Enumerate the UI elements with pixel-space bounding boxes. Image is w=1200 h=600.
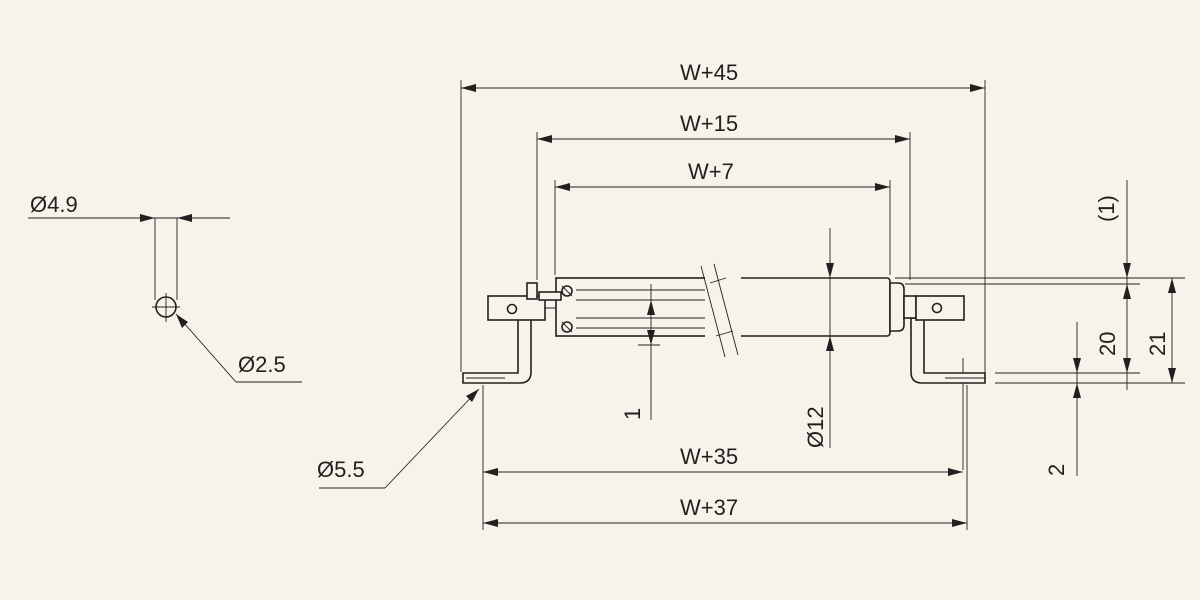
dim-two: 2: [1044, 464, 1069, 476]
dim-w37: W+37: [680, 495, 738, 520]
dim-ref-one: (1): [1094, 195, 1119, 222]
dim-twenty: 20: [1095, 332, 1120, 356]
dim-pin-diameter: Ø4.9: [30, 192, 78, 217]
left-hook-bracket: [462, 317, 532, 384]
handle-assembly: W+45 W+15 W+7 W+35 W+37 1 Ø12: [317, 60, 986, 530]
dim-w45: W+45: [680, 60, 738, 85]
roller-tube: [725, 277, 891, 337]
dim-w7: W+7: [688, 159, 734, 184]
dim-hook-hole-diameter: Ø5.5: [317, 457, 365, 482]
right-hook-bracket: [910, 317, 986, 384]
pin-detail: Ø4.9 Ø2.5: [28, 192, 302, 383]
height-dimensions: (1) 20 21 2: [895, 180, 1185, 476]
dim-hole-diameter: Ø2.5: [238, 352, 286, 377]
dim-w15: W+15: [680, 111, 738, 136]
slide-rail: [555, 277, 727, 337]
dim-tube-diameter: Ø12: [803, 406, 828, 448]
dim-gap-one: 1: [620, 408, 645, 420]
dim-twentyone: 21: [1145, 332, 1170, 356]
dim-w35: W+35: [680, 444, 738, 469]
